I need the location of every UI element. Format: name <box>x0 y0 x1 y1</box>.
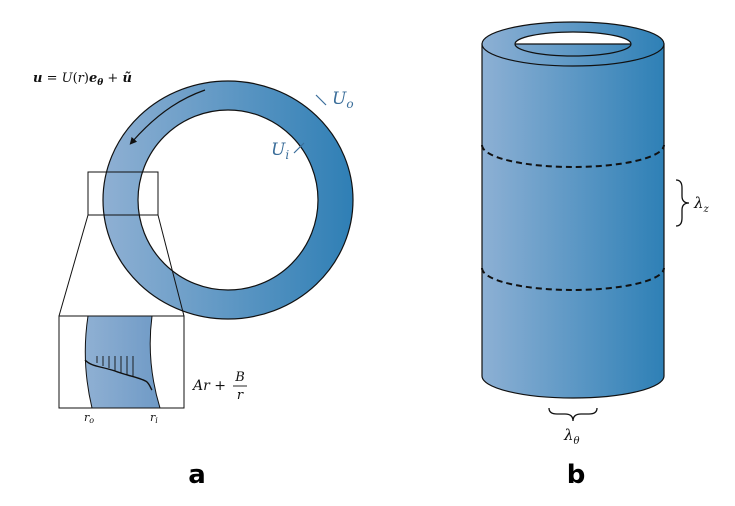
outer-speed-tick <box>315 94 327 106</box>
r-outer-label: ro <box>84 411 94 425</box>
lambda-theta-label: λθ <box>563 426 580 447</box>
zoom-box <box>87 171 159 216</box>
velocity-hatching <box>96 356 134 377</box>
outer-speed-label: Uo <box>332 89 354 111</box>
svg-text:B: B <box>234 370 245 385</box>
cylinder-body <box>481 43 665 399</box>
svg-text:r: r <box>237 388 244 403</box>
inner-speed-tick <box>293 142 305 154</box>
projection-line-left <box>58 214 89 317</box>
lambda-z-brace <box>675 179 690 227</box>
dashed-band-upper <box>481 144 665 168</box>
panel-b-label: b <box>567 460 586 490</box>
svg-text:Ar +: Ar + <box>191 378 226 394</box>
inner-speed-label: Ui <box>271 140 289 162</box>
profile-equation: Ar + B r <box>191 370 247 403</box>
panel-b: λz λθ b <box>481 21 710 490</box>
projection-line-right <box>157 214 185 317</box>
panel-a: u = U(r)eθ + ũ Uo Ui Ar + B r ro ri a <box>33 71 354 490</box>
panel-a-label: a <box>188 460 206 490</box>
r-inner-label: ri <box>150 411 158 425</box>
annulus-ring <box>102 80 354 320</box>
velocity-profile-curve <box>84 359 153 391</box>
inset-magnification <box>58 315 185 409</box>
lambda-z-label: λz <box>693 194 710 215</box>
dashed-band-lower <box>481 267 665 291</box>
lambda-theta-brace <box>548 407 598 422</box>
velocity-equation: u = U(r)eθ + ũ <box>33 71 132 88</box>
cylinder-top-cap <box>481 21 665 67</box>
inset-gap-band <box>84 316 161 408</box>
rotation-arrow <box>129 89 206 145</box>
